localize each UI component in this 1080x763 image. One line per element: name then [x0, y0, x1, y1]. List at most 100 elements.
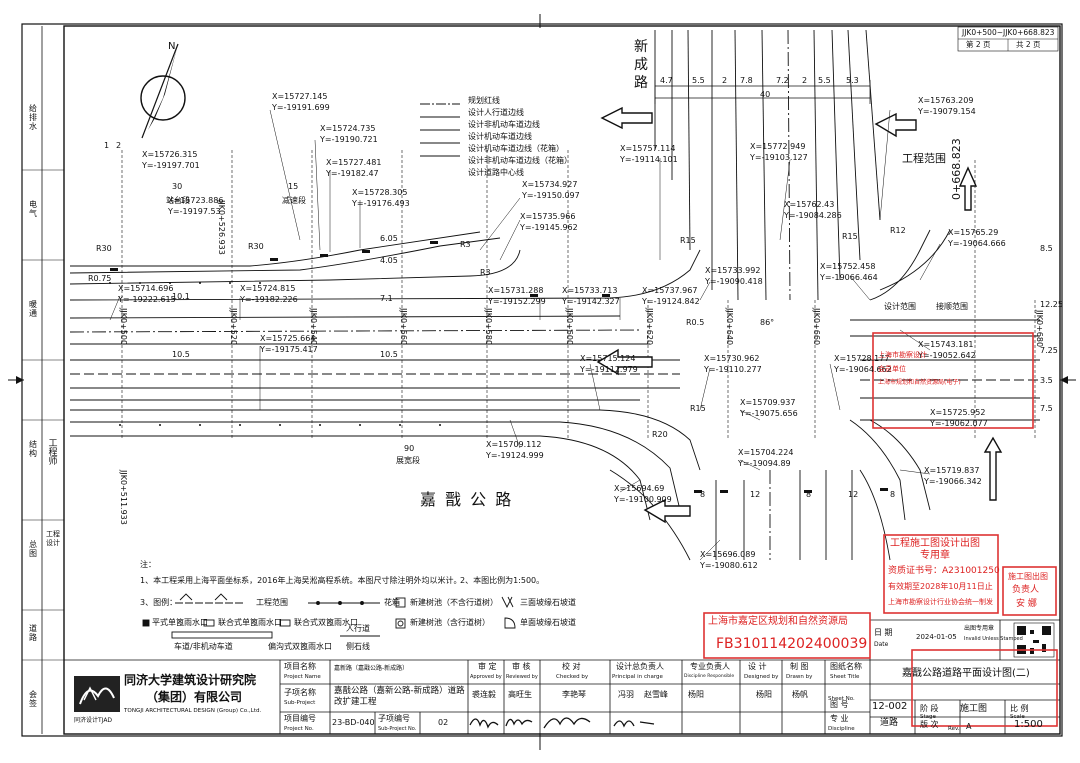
taper-label: 减速段 [282, 196, 306, 205]
dim-1: 1 [104, 141, 110, 150]
north-label: N [168, 41, 176, 52]
dim-top-5: 7.2 [776, 76, 789, 85]
company-logo-icon [74, 676, 120, 712]
coordinate-x-8: X=15757.114 [620, 144, 676, 153]
coordinate-y-13: Y=-19066.464 [820, 273, 878, 282]
dim-top-3: 2 [722, 76, 728, 85]
dim-405: 4.05 [380, 256, 398, 265]
tb-approved-en: Approved by [470, 674, 502, 680]
coordinate-x-2: X=15726.315 [142, 150, 198, 159]
coordinate-x-14: X=15714.696 [118, 284, 174, 293]
legend-motor-planter-line: 设计机动车道边线（花箱） [468, 144, 564, 153]
bus-stop-label: 站台段 [166, 196, 190, 205]
coordinate-x-1: X=15724.735 [320, 124, 376, 133]
coordinate-y-26: Y=-19062.077 [930, 419, 988, 428]
tb-drawn-en: Drawn by [786, 674, 813, 680]
legend-planter: 花箱 [384, 598, 400, 607]
notes-head: 注： [140, 560, 156, 569]
tb-sheet-no-label: 图 号 [830, 700, 849, 709]
tb-sub-no-en: Sub-Project No. [378, 726, 417, 732]
dim-bottom-1: 8 [700, 490, 706, 499]
legend-lane: 车道/非机动车道 [174, 642, 233, 651]
coordinate-y-12: Y=-19064.666 [948, 239, 1006, 248]
tb-date: 2024-01-05 [916, 633, 957, 641]
seal-title-2: 专用章 [920, 550, 950, 561]
coordinate-y-21: Y=-19112.979 [580, 365, 638, 374]
tb-scale: 1:500 [1014, 719, 1043, 730]
sheet-total: 共 2 页 [1016, 40, 1041, 49]
dim-bottom-4: 12 [848, 490, 859, 499]
legend-side: 侧石线 [346, 642, 370, 651]
legend-gully-combo: 联合式单篦雨水口 [218, 618, 282, 627]
coordinate-y-7: Y=-19145.962 [520, 223, 578, 232]
top-dimension [654, 80, 871, 104]
station-5: JJK0+580 [484, 308, 493, 346]
coordinate-x-5: X=15723.886 [168, 196, 224, 205]
dim-left-30: 30 [172, 182, 183, 191]
tb-sheet-title: 嘉戬公路道路平面设计图(二) [902, 668, 1030, 679]
tb-stage-label: 阶 段 [920, 704, 939, 713]
tb-discipline-en: Discipline [828, 726, 855, 732]
coordinate-x-11: X=15762.43 [784, 200, 835, 209]
coordinate-y-25: Y=-19075.656 [740, 409, 798, 418]
dim-top-2: 5.5 [692, 76, 705, 85]
tb-drawn: 杨帆 [792, 690, 808, 699]
tb-subproject-en: Sub-Project [284, 700, 316, 706]
legend-sidewalk: 人行道 [346, 624, 370, 633]
legend-gully-double: 联合式双篦雨水口 [294, 618, 358, 627]
tb-rev: A [966, 722, 972, 731]
tb-subproject: 嘉戬公路（嘉新公路-新成路）道路改扩建工程 [334, 686, 465, 707]
dim-725: 7.25 [1040, 346, 1058, 355]
legend-tree: 新建树池（含行道树） [410, 618, 490, 627]
tb-date-en: Date [874, 641, 889, 648]
legend-ramp1: 单面坡缘石坡道 [520, 618, 576, 627]
coordinate-x-3: X=15727.481 [326, 158, 382, 167]
dim-85: 8.5 [1040, 244, 1053, 253]
dim-bottom-5: 8 [890, 490, 896, 499]
coordinate-x-27: X=15709.112 [486, 440, 542, 449]
tb-approved: 裘连毅 [472, 690, 496, 699]
station-lines [121, 150, 1036, 440]
resp-1: 施工图出图 [1008, 572, 1048, 581]
tb-sheet-no: 12-002 [872, 701, 908, 712]
coordinate-x-7: X=15735.966 [520, 212, 576, 221]
tb-approved-label: 审 定 [478, 662, 497, 671]
coordinate-x-31: X=15696.089 [700, 550, 756, 559]
coordinate-y-3: Y=-19182.47 [326, 169, 379, 178]
legend-nonmotor-line: 设计非机动车道边线 [468, 120, 540, 129]
road-name-xincheng-2: 成 [634, 57, 648, 73]
legend-line-samples [420, 103, 460, 157]
tb-designer: 杨阳 [756, 690, 772, 699]
coordinate-x-12: X=15765.29 [948, 228, 999, 237]
coordinate-x-20: X=15725.664 [260, 334, 316, 343]
station-2: JJK0+520 [229, 308, 238, 346]
tb-sheet-title-en: Sheet Title [830, 674, 860, 680]
coordinate-x-4: X=15728.305 [352, 188, 408, 197]
note-1: 1、本工程采用上海平面坐标系，2016年上海吴淞高程系统。本图尺寸除注明外均以米… [140, 576, 462, 585]
connect-range-label: 接顺范围 [936, 302, 968, 311]
seal-valid: 有效期至2028年10月11日止 [888, 582, 993, 591]
coordinate-x-25: X=15709.937 [740, 398, 796, 407]
end-station-label: 0+668.823 [950, 138, 963, 200]
exhibition-label: 展宽段 [396, 456, 420, 465]
radius-r3-b: R3 [480, 268, 491, 277]
tb-stamp-en: Invalid Unless Stamped [964, 636, 1023, 642]
tb-subproject-label: 子项名称 [284, 688, 316, 697]
radius-r30-b: R30 [248, 242, 264, 251]
tb-project-no-label: 项目编号 [284, 714, 316, 723]
dim-top-8: 5.3 [846, 76, 859, 85]
resp-3: 安 娜 [1016, 599, 1037, 609]
coordinate-y-23: Y=-19064.662 [834, 365, 892, 374]
strip-electricity: 电气 [29, 200, 37, 218]
legend-centerline: 设计道路中心线 [468, 168, 524, 177]
tb-principal-en: Principal in charge [612, 674, 663, 680]
radius-r15-c: R15 [690, 404, 706, 413]
coordinate-y-2: Y=-19197.701 [142, 161, 200, 170]
dim-bottom-2: 12 [750, 490, 761, 499]
station-4: JJK0+560 [399, 308, 408, 346]
tb-sub-no: 02 [438, 718, 449, 727]
coordinate-y-9: Y=-19103.127 [750, 153, 808, 162]
tb-stage: 施工图 [960, 704, 988, 714]
legend-gully-single: 平式单篦雨水口 [152, 618, 208, 627]
tb-discipline-lead-label: 专业负责人 [690, 662, 730, 671]
